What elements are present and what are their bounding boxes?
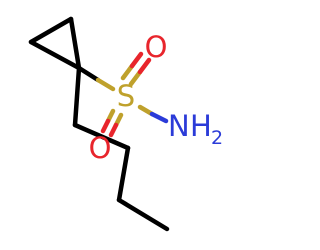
chain-bond-4: [116, 197, 170, 232]
c-s-bond-carbon-half: [76, 65, 101, 83]
nitrogen-hydrogen-count: 2: [211, 127, 223, 149]
chain-bond-1: [72, 65, 82, 128]
ring-bond-left: [28, 39, 82, 71]
ring-bond-top: [28, 16, 74, 45]
nitrogen-hydrogen-label: H: [190, 109, 212, 143]
butyl-chain: [72, 65, 170, 232]
c-s-bond-sulfur-half: [95, 77, 116, 92]
cyclopropane-ring: [28, 16, 82, 71]
nitrogen-atom-label: N: [168, 109, 190, 143]
c-s-bond: [76, 65, 116, 92]
s-n-bond: [137, 104, 169, 124]
oxygen-bottom-atom-label: O: [89, 131, 112, 165]
s-o-double-bond-bottom: [100, 108, 124, 138]
molecule-structure: S O O N H 2: [28, 16, 223, 232]
s-o-double-bond-top: [120, 51, 152, 87]
chain-bond-2: [72, 122, 131, 151]
amine-group-label: N H 2: [168, 109, 223, 149]
chain-bond-3: [116, 145, 131, 203]
sulfur-atom-label: S: [117, 79, 135, 113]
ring-bond-right: [68, 16, 82, 71]
oxygen-top-atom-label: O: [145, 30, 168, 64]
